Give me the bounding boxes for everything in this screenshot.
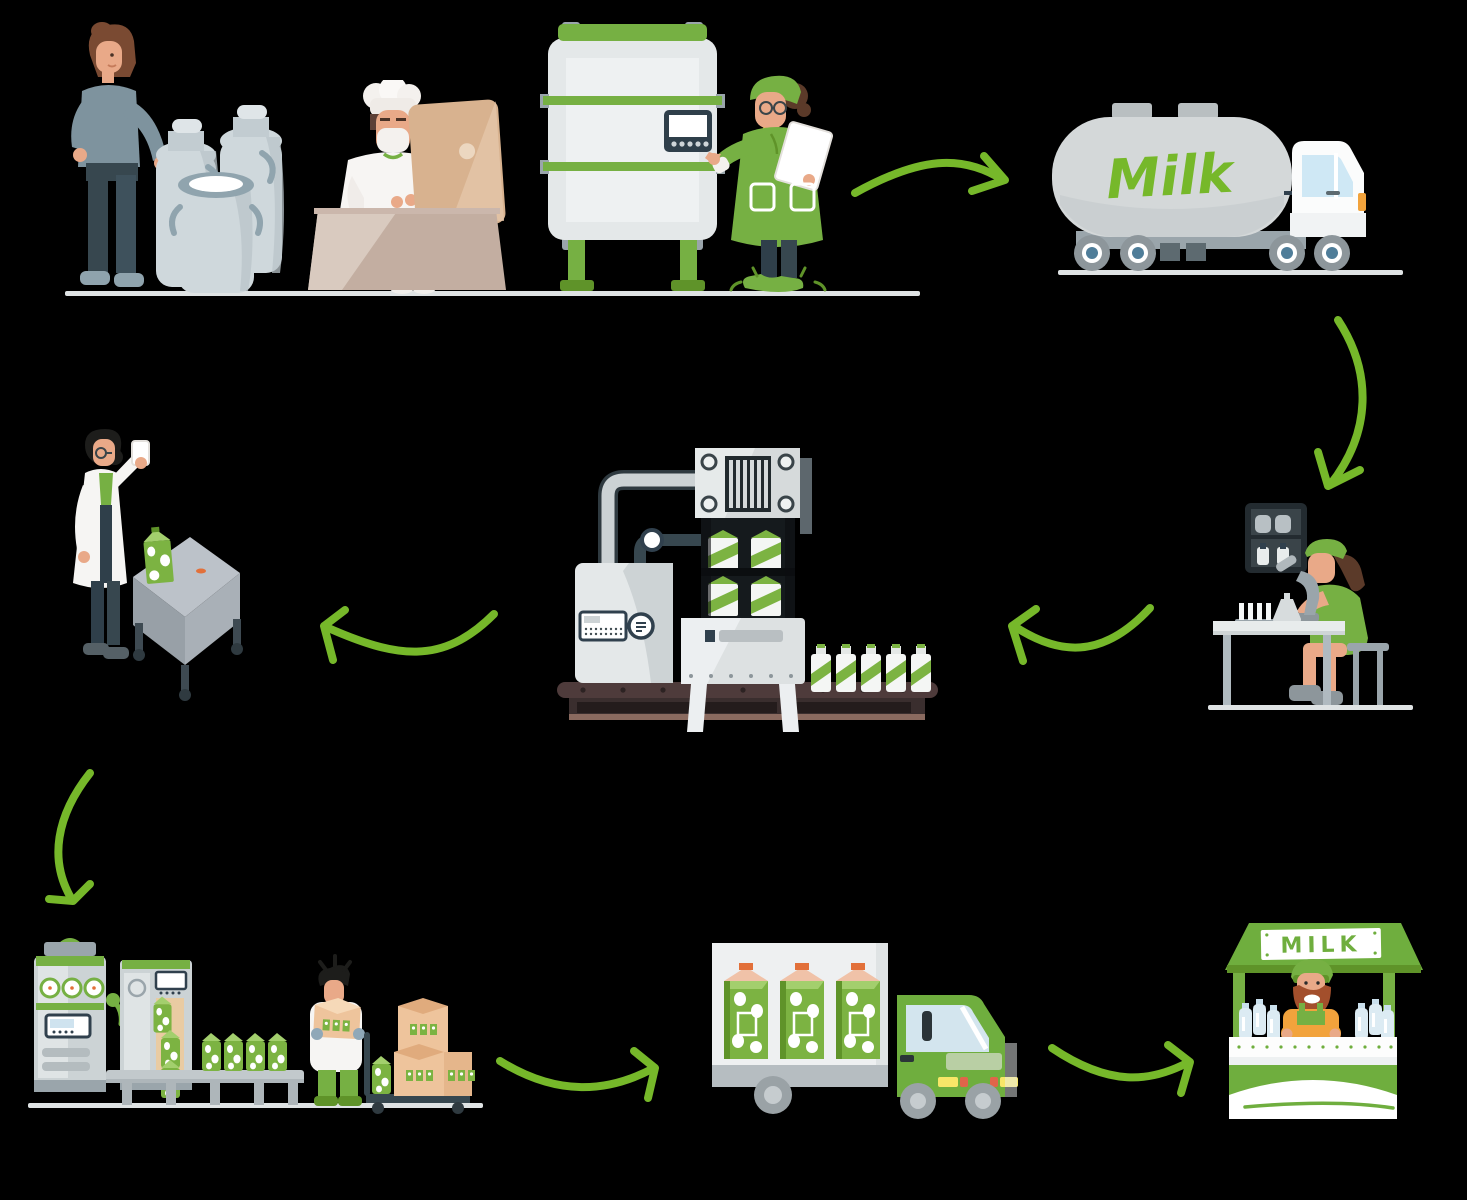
stage-milk-tanker: Milk: [1040, 95, 1410, 295]
delivery-truck-icon: [712, 943, 1018, 1119]
desk-icon: [308, 208, 506, 294]
stand-sign-text: MILK: [1280, 932, 1362, 958]
lab-table-icon: [1213, 621, 1345, 705]
stage-farmer-milk-churns: [60, 15, 295, 297]
stage-packing-line: [30, 930, 480, 1120]
inspector-icon: [705, 75, 834, 292]
farmer-icon: [71, 22, 168, 287]
milk-stand-icon: MILK: [1225, 923, 1423, 1119]
box-trolley-icon: [364, 998, 475, 1114]
pasteurizer-machine-icon: [540, 22, 725, 291]
milk-carton-icon: [143, 526, 174, 584]
stage-operator-desk: [300, 80, 512, 295]
gauges-icon: [39, 977, 105, 999]
cabinet-panel-icon: [578, 610, 655, 642]
tanker-label-text: Milk: [1105, 142, 1238, 212]
milk-churns-icon: [156, 105, 284, 293]
stage-pasteurizer-tank: [540, 22, 725, 295]
stage-lab-technician: [1205, 493, 1420, 718]
arrow-truck-to-stand: [1048, 1041, 1194, 1097]
filling-machine-icon: [34, 938, 124, 1092]
truck-cab-icon: [897, 995, 1018, 1097]
quality-inspector-icon: [73, 429, 150, 659]
milk-tanker-icon: Milk: [1052, 103, 1366, 271]
chair-icon: [1347, 643, 1389, 705]
carried-box-icon: [313, 997, 361, 1040]
arrow-line-to-truck: [496, 1047, 659, 1102]
wall-cabinet-icon: [1245, 503, 1307, 573]
packing-worker-icon: [310, 954, 365, 1106]
stage-delivery-truck: [710, 943, 1035, 1123]
stage-inspector-clipboard: [705, 70, 885, 295]
stage-packaging-machine: [555, 440, 940, 735]
tanker-wheels-icon: [1074, 235, 1350, 271]
inspection-table-icon: [133, 537, 243, 701]
packaging-machine-icon: [557, 448, 938, 732]
arrow-tanker-to-lab: [1314, 316, 1367, 490]
line-conveyor-icon: [106, 1070, 304, 1105]
control-panel-icon: [664, 110, 712, 152]
arrow-packaging-to-quality: [320, 606, 498, 664]
carton-boxes-icon: [394, 998, 475, 1096]
stage-quality-inspector: [55, 425, 255, 703]
flask-icon: [1273, 593, 1301, 625]
stage-milk-stand: MILK: [1225, 915, 1425, 1125]
arrow-quality-to-line: [45, 769, 94, 905]
arrow-lab-to-packaging: [1008, 604, 1154, 665]
carton-machine-icon: [120, 960, 192, 1098]
